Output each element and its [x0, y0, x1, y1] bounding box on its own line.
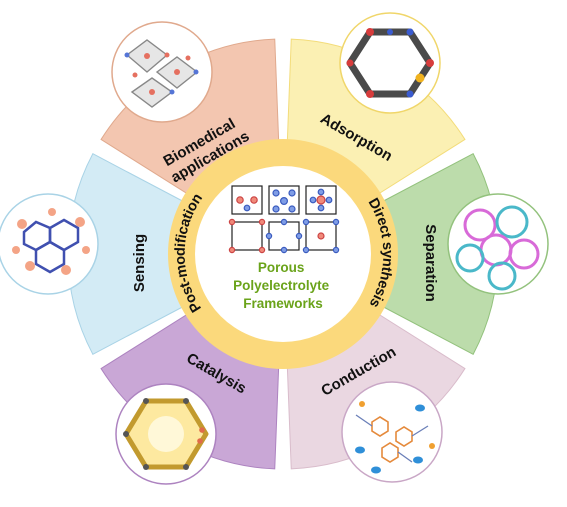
- thumbnail-adsorption: [339, 12, 441, 114]
- lattice-icon-4: [228, 218, 266, 254]
- lattice-icon-3: [305, 185, 337, 215]
- core-title-line2: Polyelectrolyte: [233, 278, 330, 293]
- thumbnails: [0, 12, 549, 485]
- core-title-line1: Porous: [258, 260, 305, 275]
- thumbnail-separation: [447, 193, 549, 295]
- core-title: Porous Polyelectrolyte Frameworks: [233, 260, 333, 311]
- lattice-icon-6: [302, 218, 340, 254]
- core-title-line3: Frameworks: [243, 296, 323, 311]
- core-circle: [195, 166, 371, 342]
- thumbnail-biomedical: [111, 21, 213, 123]
- thumbnail-conduction: [341, 381, 443, 483]
- lattice-icon-5: [265, 218, 303, 254]
- label-separation: Separation: [422, 224, 439, 302]
- lattice-schematics: [228, 185, 340, 254]
- thumbnail-sensing: [0, 193, 99, 295]
- lattice-icon-1: [231, 185, 263, 215]
- thumbnail-catalysis: [115, 383, 217, 485]
- label-sensing: Sensing: [131, 234, 148, 292]
- lattice-icon-2: [268, 185, 300, 215]
